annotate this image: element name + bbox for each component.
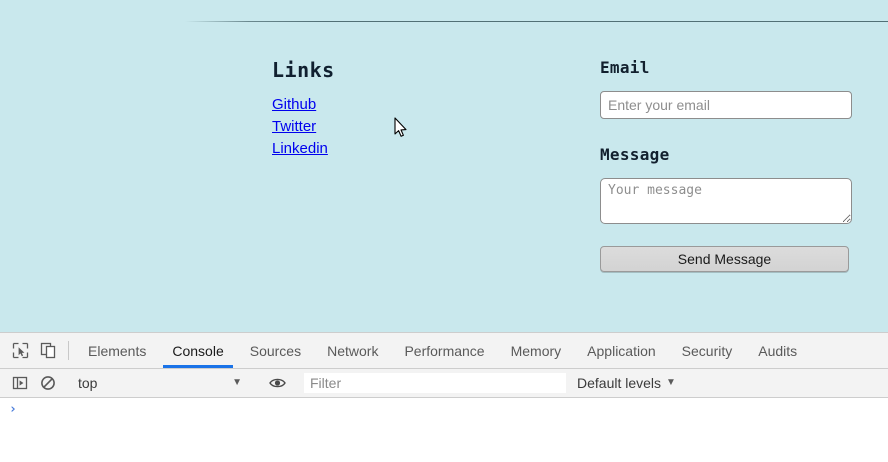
device-toolbar-icon[interactable] xyxy=(34,333,62,368)
console-filter-input[interactable] xyxy=(304,373,566,393)
message-field[interactable] xyxy=(600,178,852,225)
console-toolbar: top ▼ Default levels ▼ xyxy=(0,369,888,398)
list-item: Twitter xyxy=(272,116,502,138)
tab-application[interactable]: Application xyxy=(587,342,656,359)
list-item: Github xyxy=(272,94,502,116)
live-expression-eye-icon[interactable] xyxy=(263,376,291,390)
chevron-down-icon: ▼ xyxy=(666,377,676,388)
chevron-down-icon: ▼ xyxy=(232,377,242,388)
link-github[interactable]: Github xyxy=(272,96,317,113)
email-label: Email xyxy=(600,58,650,77)
console-prompt-icon: › xyxy=(9,402,17,417)
links-heading: Links xyxy=(272,58,335,82)
section-divider xyxy=(185,21,888,22)
links-list: Github Twitter Linkedin xyxy=(272,94,502,160)
tab-network[interactable]: Network xyxy=(327,342,379,359)
link-linkedin[interactable]: Linkedin xyxy=(272,140,328,157)
tab-security[interactable]: Security xyxy=(681,342,733,359)
tab-performance[interactable]: Performance xyxy=(404,342,485,359)
inspect-element-icon[interactable] xyxy=(6,333,34,368)
contact-form: Email Message Send Message xyxy=(600,58,852,273)
devtools-tabbar: Elements Console Sources Network Perform… xyxy=(0,333,888,369)
devtools-panel: Elements Console Sources Network Perform… xyxy=(0,332,888,462)
console-output-area[interactable]: › xyxy=(0,398,888,462)
tab-audits[interactable]: Audits xyxy=(758,342,798,359)
console-levels-dropdown[interactable]: Default levels ▼ xyxy=(577,375,676,391)
console-context-value: top xyxy=(78,375,98,391)
links-section: Links Github Twitter Linkedin xyxy=(272,58,502,160)
console-context-dropdown[interactable]: top ▼ xyxy=(75,373,250,393)
tab-console[interactable]: Console xyxy=(159,333,236,368)
console-levels-label: Default levels xyxy=(577,375,662,391)
list-item: Linkedin xyxy=(272,138,502,160)
tab-sources[interactable]: Sources xyxy=(249,342,302,359)
console-sidebar-icon[interactable] xyxy=(6,375,34,391)
tab-memory[interactable]: Memory xyxy=(510,342,562,359)
clear-console-icon[interactable] xyxy=(34,375,62,391)
email-field[interactable] xyxy=(600,91,852,120)
tab-elements[interactable]: Elements xyxy=(88,342,147,359)
page-viewport: Links Github Twitter Linkedin Email Mess… xyxy=(185,21,888,273)
toolbar-divider xyxy=(68,341,69,360)
send-message-button[interactable]: Send Message xyxy=(600,246,849,273)
message-label: Message xyxy=(600,145,670,165)
link-twitter[interactable]: Twitter xyxy=(272,118,317,135)
